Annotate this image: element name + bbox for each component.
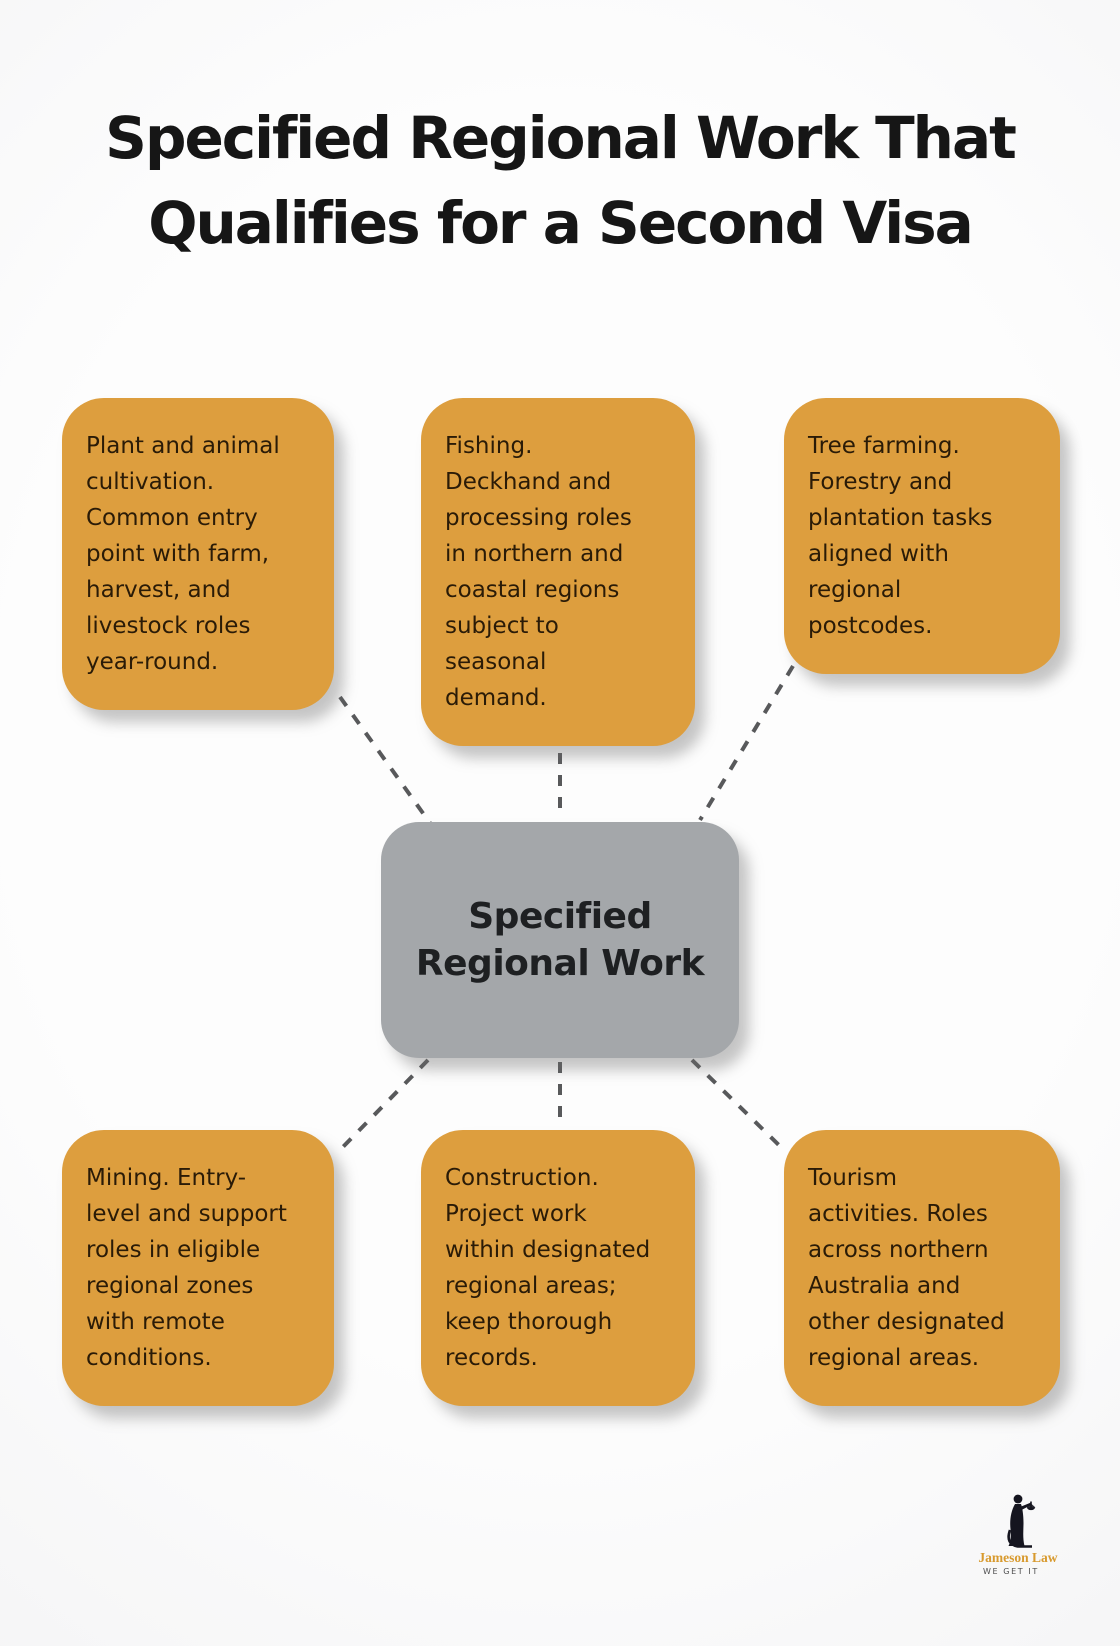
connector-top-right — [698, 664, 795, 822]
jameson-law-logo: Jameson Law WE GET IT — [972, 1494, 1064, 1576]
connector-bottom-right — [690, 1058, 788, 1154]
node-tourism: Tourism activities. Roles across norther… — [784, 1130, 1060, 1406]
page-title: Specified Regional Work That Qualifies f… — [105, 104, 1017, 257]
center-node-label: Specified Regional Work — [415, 896, 705, 984]
center-node-specified-regional-work: Specified Regional Work — [381, 822, 739, 1058]
logo-tagline: WE GET IT — [983, 1567, 1039, 1576]
node-construction: Construction. Project work within design… — [421, 1130, 695, 1406]
node-plant-animal-cultivation: Plant and animal cultivation. Common ent… — [62, 398, 334, 710]
node-tree-farming: Tree farming. Forestry and plantation ta… — [784, 398, 1060, 674]
node-fishing: Fishing. Deckhand and processing roles i… — [421, 398, 695, 746]
connector-bottom-left — [336, 1058, 430, 1154]
lady-justice-icon — [1007, 1494, 1036, 1548]
node-mining: Mining. Entry- level and support roles i… — [62, 1130, 334, 1406]
connector-top-left — [338, 695, 432, 825]
logo-name: Jameson Law — [978, 1550, 1058, 1565]
